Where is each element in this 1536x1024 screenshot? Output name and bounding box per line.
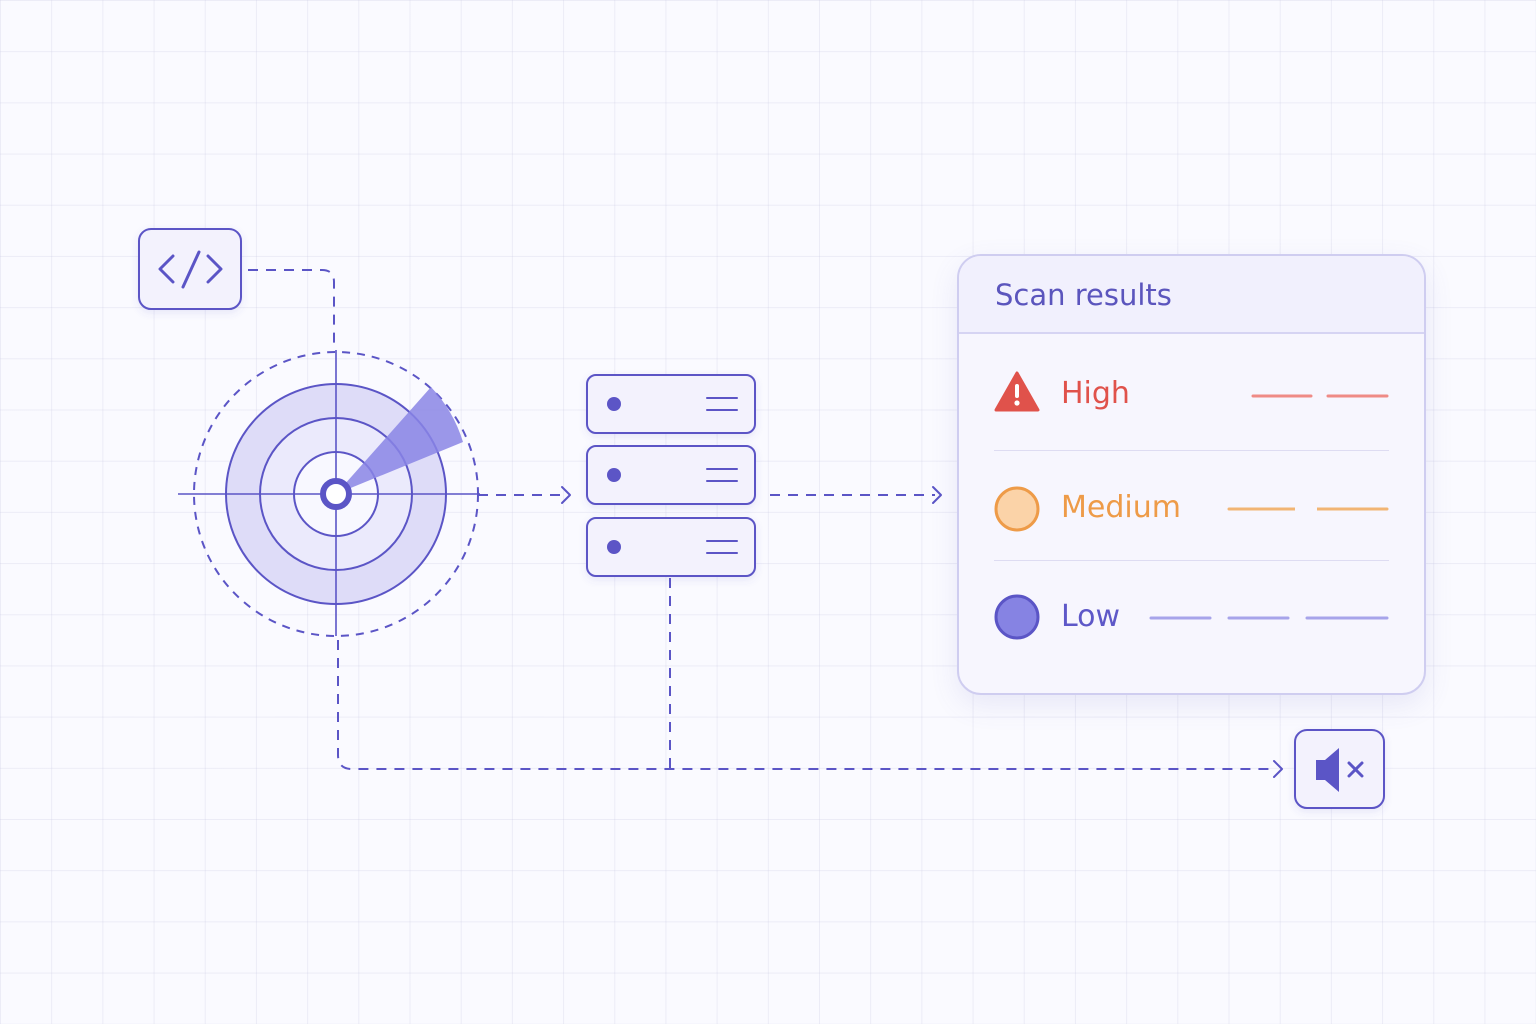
- mute-box[interactable]: [1294, 729, 1385, 809]
- panel-header: Scan results: [959, 256, 1424, 334]
- arrowheads: [561, 486, 1283, 778]
- speaker-mute-icon: [1316, 748, 1364, 792]
- row-divider: [994, 450, 1389, 451]
- server-unit-2: [586, 445, 756, 505]
- high-progress-lines: [1251, 394, 1389, 398]
- row-divider: [994, 560, 1389, 561]
- radar-icon: [178, 350, 480, 637]
- arrowhead-server: [561, 486, 571, 504]
- radar-sweep: [336, 387, 463, 494]
- severity-label-low: Low: [1061, 599, 1121, 634]
- purple-circle-icon: [994, 594, 1040, 640]
- arrowhead-mute: [1273, 760, 1283, 778]
- medium-progress-lines: [1227, 506, 1389, 512]
- connector-lines: [248, 269, 1276, 770]
- server-unit-3: [586, 517, 756, 577]
- code-brackets-icon: [158, 250, 223, 289]
- connector-radar-to-mute: [337, 640, 1276, 770]
- low-progress-lines: [1149, 616, 1389, 620]
- server-unit-1: [586, 374, 756, 434]
- connector-code-to-radar: [248, 269, 335, 350]
- orange-circle-icon: [994, 486, 1040, 532]
- severity-label-high: High: [1061, 376, 1130, 411]
- arrowhead-results: [932, 486, 942, 504]
- panel-title: Scan results: [995, 278, 1172, 312]
- severity-label-medium: Medium: [1061, 490, 1181, 525]
- scan-results-panel: Scan results High Medium Low: [957, 254, 1426, 695]
- server-stack-icon[interactable]: [586, 374, 756, 577]
- warning-triangle-icon: [994, 371, 1040, 412]
